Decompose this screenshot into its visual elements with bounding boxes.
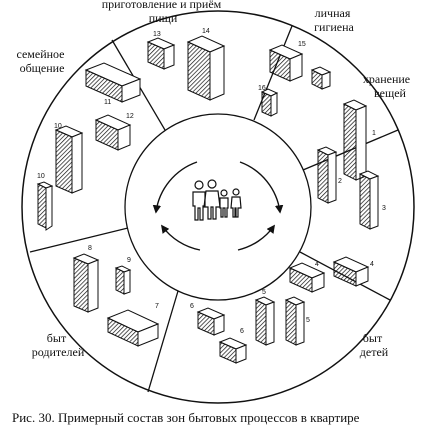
item-numbers: 1 2 3 4 4 5 5 6 6 7 8 9 10 10 11 12 13 1… xyxy=(37,28,386,335)
furniture-10-icon xyxy=(54,125,84,194)
furniture-11-icon xyxy=(84,62,142,103)
furniture-14-icon xyxy=(186,35,226,101)
outer-circle xyxy=(21,10,415,404)
item-number: 9 xyxy=(127,257,131,264)
item-number: 4 xyxy=(315,261,319,268)
item-number: 16 xyxy=(258,85,266,92)
item-number: 7 xyxy=(155,303,159,310)
furniture-15b-icon xyxy=(310,66,332,90)
furniture-8-icon xyxy=(72,253,100,313)
furniture-1-icon xyxy=(342,99,368,181)
furniture-16-icon xyxy=(260,88,279,117)
furniture-6b-icon xyxy=(218,337,248,364)
item-number: 6 xyxy=(190,303,194,310)
family-figures-icon xyxy=(192,179,242,221)
zone-label-storage: хранение вещей xyxy=(363,72,413,100)
item-number: 8 xyxy=(88,245,92,252)
furniture-10b-icon xyxy=(36,181,54,231)
furniture-4b-icon xyxy=(332,256,370,287)
furniture-5b-icon xyxy=(284,296,306,346)
item-number: 13 xyxy=(153,31,161,38)
zone-label-children: быт детей xyxy=(360,331,389,359)
furniture-2-icon xyxy=(316,146,338,204)
furniture-sketches xyxy=(36,35,380,364)
zone-label-cooking: приготовление и приём пищи xyxy=(102,0,225,25)
zone-label-parents: быт родителей xyxy=(32,331,85,359)
furniture-4-icon xyxy=(288,262,326,293)
item-number: 3 xyxy=(382,205,386,212)
furniture-12-icon xyxy=(94,114,132,151)
item-number: 12 xyxy=(126,113,134,120)
item-number: 6 xyxy=(240,328,244,335)
item-number: 2 xyxy=(338,178,342,185)
furniture-7-icon xyxy=(106,309,160,347)
zone-label-hygiene: личная гигиена xyxy=(314,6,354,34)
zone-label-family: семейное общение xyxy=(16,47,67,75)
item-number: 10 xyxy=(54,123,62,130)
item-number: 11 xyxy=(104,99,111,106)
inner-circle xyxy=(124,113,312,301)
item-number: 15 xyxy=(298,41,306,48)
furniture-9-icon xyxy=(114,265,132,295)
furniture-5-icon xyxy=(254,296,276,346)
furniture-13-icon xyxy=(146,37,176,70)
cycle-arrows xyxy=(152,161,284,251)
item-number: 5 xyxy=(262,289,266,296)
item-number: 14 xyxy=(202,28,210,35)
furniture-6-icon xyxy=(196,307,226,336)
furniture-15-icon xyxy=(268,44,304,82)
item-number: 10 xyxy=(37,173,45,180)
item-number: 1 xyxy=(372,130,376,137)
furniture-3-icon xyxy=(358,170,380,230)
item-number: 5 xyxy=(306,317,310,324)
figure-caption: Рис. 30. Примерный состав зон бытовых пр… xyxy=(12,410,360,425)
item-number: 4 xyxy=(370,261,374,268)
